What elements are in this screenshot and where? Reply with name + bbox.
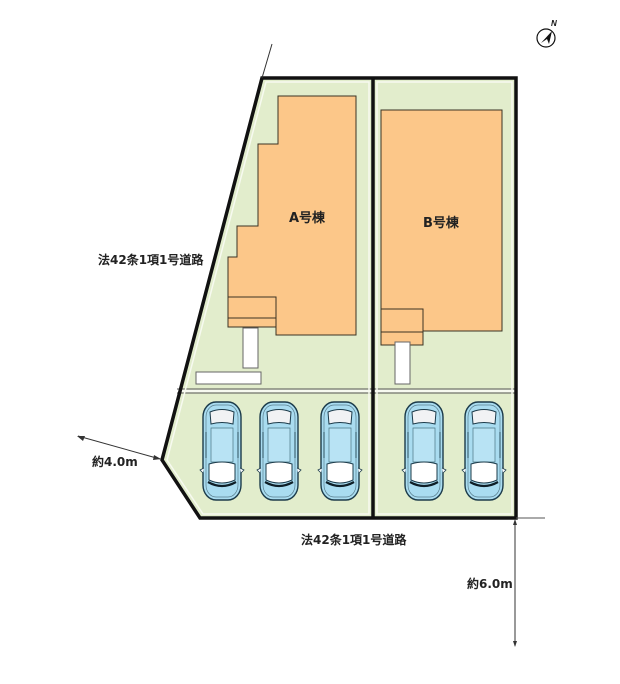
- car-icon: [316, 400, 364, 502]
- road-west-width: 約4.0m: [92, 455, 138, 469]
- building-b-label: B号棟: [423, 216, 459, 231]
- car-icon: [198, 400, 246, 502]
- north-arrow-icon: N: [536, 19, 557, 48]
- building-a-label: A号棟: [289, 211, 326, 226]
- road-south-label: 法42条1項1号道路: [301, 533, 407, 547]
- road-south-width: 約6.0m: [467, 577, 513, 591]
- dimension-west: [77, 435, 161, 460]
- lot-boundary: [160, 76, 518, 520]
- building-a-entrance: [227, 296, 277, 328]
- car-icon: [400, 400, 448, 502]
- building-b: [380, 109, 503, 332]
- building-b-entrance: [380, 308, 424, 346]
- car-icon: [460, 400, 508, 502]
- svg-text:N: N: [551, 19, 557, 28]
- storage-b-vertical: [394, 341, 411, 385]
- building-a: [227, 95, 357, 336]
- car-icon: [255, 400, 303, 502]
- road-edge-line-north: [261, 43, 273, 79]
- road-west-label: 法42条1項1号道路: [98, 253, 204, 267]
- storage-a-horizontal: [195, 371, 262, 385]
- dimension-south: [513, 519, 517, 647]
- storage-a-vertical: [242, 327, 259, 369]
